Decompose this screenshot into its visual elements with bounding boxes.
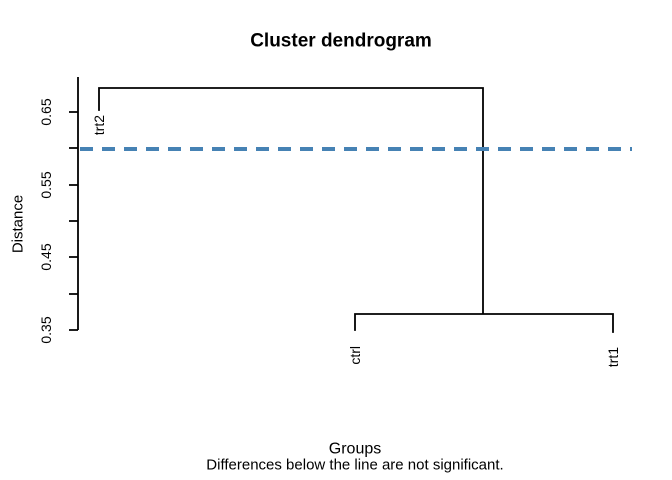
leaf-label-trt1: trt1 [605,347,621,367]
leaf-label-ctrl: ctrl [347,346,363,365]
plot-sub-caption: Differences below the line are not signi… [206,457,503,474]
y-axis-ticks [69,111,78,331]
y-tick-label-035: 0.35 [38,316,54,343]
y-tick-label-045: 0.45 [38,243,54,270]
leaf-label-trt2: trt2 [91,115,107,135]
x-axis-label: Groups [329,441,381,458]
y-axis-label: Distance [10,195,27,253]
y-tick-label-055: 0.55 [38,171,54,198]
plot-title: Cluster dendrogram [250,31,432,52]
dendrogram-branches [98,87,614,333]
y-tick-label-065: 0.65 [38,98,54,125]
